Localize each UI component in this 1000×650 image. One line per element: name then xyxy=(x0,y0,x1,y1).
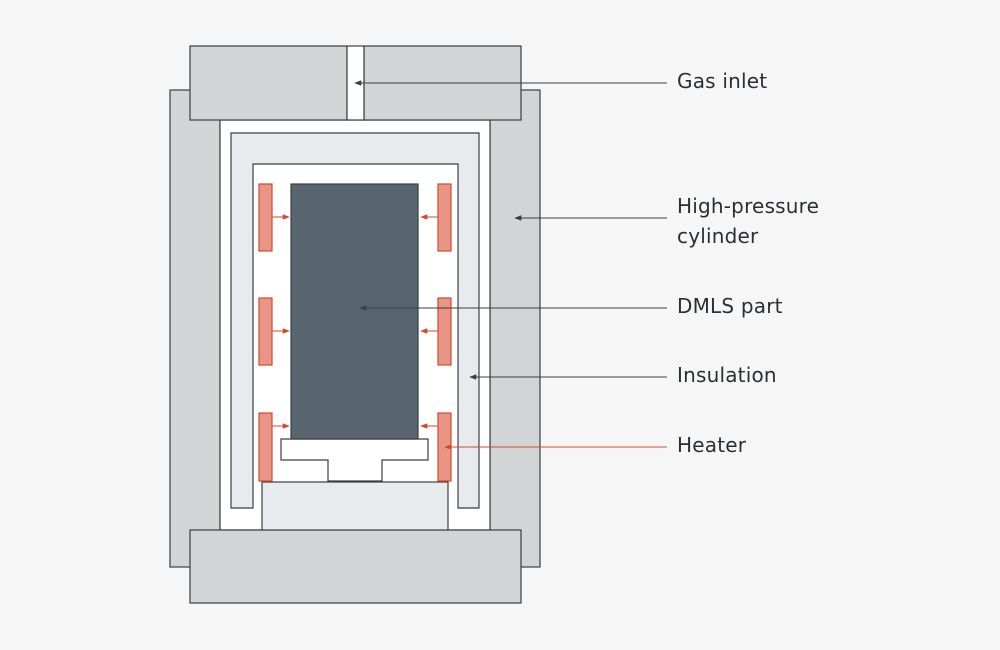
bottom-closure xyxy=(189,529,522,604)
cylinder-wall-right xyxy=(489,89,541,568)
bottom-insulation xyxy=(261,481,449,531)
label-cylinder-line2: cylinder xyxy=(677,224,759,248)
label-dmls-part: DMLS part xyxy=(677,294,783,318)
label-heater: Heater xyxy=(677,433,747,457)
dmls-part xyxy=(290,183,419,440)
heater-left-middle xyxy=(258,297,273,366)
label-cylinder-line1: High-pressure xyxy=(677,194,820,218)
insulation-mantle xyxy=(230,132,480,509)
label-gas-inlet: Gas inlet xyxy=(677,69,768,93)
part-support xyxy=(280,438,429,482)
cylinder-wall-left xyxy=(169,89,221,568)
heater-left-top xyxy=(258,183,273,252)
heater-right-top xyxy=(437,183,452,252)
heater-left-bottom xyxy=(258,412,273,482)
top-closure-left xyxy=(189,45,348,121)
label-insulation: Insulation xyxy=(677,363,777,387)
